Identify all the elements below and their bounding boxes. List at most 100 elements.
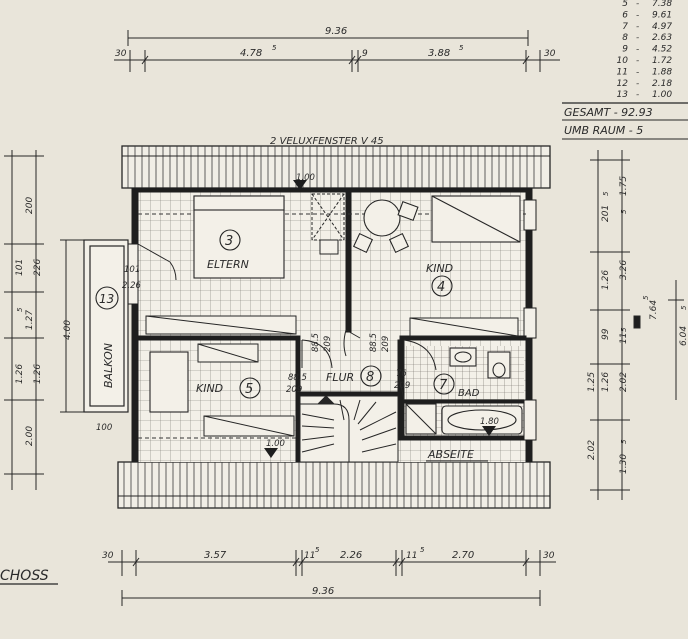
room-balkon: 13 BALKON bbox=[95, 286, 119, 388]
roof-hatch-top bbox=[121, 145, 551, 189]
shaft bbox=[311, 193, 345, 241]
dim-door-flur-b2: 209 bbox=[381, 336, 391, 352]
area-row-value: 4.52 bbox=[652, 45, 672, 55]
dim-right-202b: 2.02 bbox=[587, 440, 597, 460]
dim-door-kind-a: 88.5 bbox=[288, 373, 307, 383]
room-name-flur: FLUR bbox=[326, 371, 354, 384]
dim-door-226: 2.26 bbox=[122, 281, 142, 291]
dim-bottom-2: 11 bbox=[304, 551, 315, 561]
dim-right-604: 6.04 bbox=[679, 326, 688, 346]
doors bbox=[137, 243, 437, 401]
dim-top-total: 9.36 bbox=[325, 26, 347, 37]
area-row-value: 1.00 bbox=[652, 90, 672, 100]
area-row-dash: - bbox=[636, 79, 639, 89]
dim-top-left-sup: 5 bbox=[272, 44, 277, 52]
roof-hatch-bottom bbox=[117, 461, 551, 509]
area-row-number: 5 bbox=[622, 0, 628, 9]
room-eltern: 3 ELTERN bbox=[207, 229, 249, 271]
dim-bottom-3: 2.26 bbox=[340, 550, 362, 561]
dim-left-126b: 1.26 bbox=[33, 364, 43, 384]
room-kind-left: KIND 5 bbox=[196, 377, 261, 399]
dim-right-175: 1.75 bbox=[619, 176, 629, 196]
wardrobe-box bbox=[319, 239, 339, 255]
area-row-number: 12 bbox=[617, 79, 629, 89]
left-dim-labels: 200 101 226 1.27 5 1.26 1.26 2.00 4.00 bbox=[15, 197, 73, 446]
right-dim-labels: 201 5 1.75 5 1.26 3.26 99 11 5 1.25 1.26… bbox=[587, 176, 688, 474]
dim-right-130: 1.30 bbox=[619, 454, 629, 474]
velux-title: 2 VELUXFENSTER V 45 bbox=[270, 136, 384, 147]
dim-right-326: 3.26 bbox=[619, 260, 629, 280]
area-row-number: 10 bbox=[617, 56, 629, 66]
area-row-value: 1.72 bbox=[652, 56, 672, 66]
dim-left-127-sup: 5 bbox=[16, 307, 24, 312]
staircase bbox=[299, 395, 399, 463]
area-row-number: 6 bbox=[622, 10, 628, 20]
area-row-dash: - bbox=[636, 90, 639, 100]
area-row-value: 1.88 bbox=[652, 67, 672, 77]
dim-door-101: 101 bbox=[124, 265, 140, 275]
dim-right-764-sup: 5 bbox=[642, 295, 650, 300]
dim-right-126b: 1.26 bbox=[601, 372, 611, 392]
dim-velux-bottom: 1.00 bbox=[266, 439, 285, 449]
dim-left-200b: 2.00 bbox=[25, 426, 35, 446]
bottom-dim-labels: 30 3.57 11 5 2.26 11 5 2.70 30 9.36 bbox=[102, 546, 555, 597]
room-number-balkon: 13 bbox=[99, 292, 114, 306]
dim-left-226: 226 bbox=[33, 259, 43, 276]
dim-right-125: 1.25 bbox=[587, 372, 597, 392]
dim-left-200: 200 bbox=[25, 197, 35, 214]
dim-right-99: 99 bbox=[601, 328, 611, 340]
dim-door-bad-a: 76 bbox=[396, 369, 407, 379]
table-chairs bbox=[352, 199, 419, 254]
area-row-number: 13 bbox=[617, 90, 629, 100]
dim-bottom-4: 11 bbox=[406, 551, 417, 561]
dim-left-101: 101 bbox=[15, 259, 25, 276]
gesamt-total: GESAMT - 92.93 bbox=[564, 106, 653, 119]
bottom-dimensions bbox=[108, 550, 556, 606]
room-number-eltern: 3 bbox=[225, 234, 233, 249]
room-number-kind-left: 5 bbox=[245, 382, 253, 397]
area-row-dash: - bbox=[636, 0, 639, 9]
room-kind-top: KIND 4 bbox=[426, 262, 453, 297]
room-name-balkon: BALKON bbox=[102, 343, 115, 388]
floor-label: CHOSS bbox=[0, 568, 49, 584]
dim-right-126: 1.26 bbox=[601, 270, 611, 290]
dim-right-11-sup: 5 bbox=[620, 327, 628, 332]
room-flur: FLUR 8 bbox=[326, 365, 382, 387]
dim-balkon-100: 100 bbox=[96, 423, 112, 433]
top-dimensions bbox=[114, 30, 560, 72]
beds bbox=[149, 195, 521, 413]
right-dimensions bbox=[590, 150, 684, 500]
area-row-dash: - bbox=[636, 67, 639, 77]
bath-fixtures bbox=[405, 347, 523, 435]
room-name-bad: BAD bbox=[458, 388, 480, 399]
dim-right-11: 11 bbox=[619, 333, 629, 344]
dim-right-604-sup: 5 bbox=[680, 305, 688, 310]
closets bbox=[145, 315, 519, 437]
dim-top-left: 4.78 bbox=[240, 48, 262, 59]
dim-bottom-1: 3.57 bbox=[204, 550, 227, 561]
room-name-kind-top: KIND bbox=[426, 262, 453, 275]
balcony bbox=[83, 239, 129, 413]
dim-bottom-2-sup: 5 bbox=[315, 546, 320, 554]
area-row-number: 11 bbox=[617, 67, 628, 77]
dim-door-flur-a2: 209 bbox=[323, 336, 333, 352]
area-row-number: 9 bbox=[622, 45, 628, 55]
dim-bath-180: 1.80 bbox=[480, 417, 499, 427]
room-number-kind-top: 4 bbox=[437, 280, 445, 295]
area-row-dash: - bbox=[636, 22, 639, 32]
dim-bottom-total: 9.36 bbox=[312, 586, 334, 597]
dim-right-202: 2.02 bbox=[619, 372, 629, 392]
area-row-value: 4.97 bbox=[652, 22, 672, 32]
dim-right-201-sup: 5 bbox=[602, 191, 610, 196]
velux-arrows bbox=[264, 180, 496, 458]
room-name-abseite: ABSEITE bbox=[427, 448, 474, 461]
area-row-dash: - bbox=[636, 56, 639, 66]
dim-bottom-4-sup: 5 bbox=[420, 546, 425, 554]
room-number-bad: 7 bbox=[439, 378, 448, 393]
walls bbox=[127, 187, 537, 463]
dim-balkon-width: 4.00 bbox=[63, 320, 73, 340]
dim-right-130-sup: 5 bbox=[620, 439, 628, 444]
area-row-dash: - bbox=[636, 10, 639, 20]
room-bad: 7 BAD bbox=[433, 373, 480, 399]
dim-velux-top: 1.00 bbox=[296, 173, 315, 183]
